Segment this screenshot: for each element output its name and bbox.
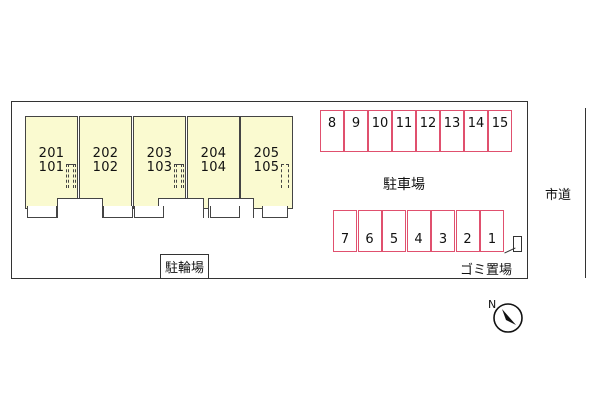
unit-number-lower: 102	[92, 160, 119, 175]
parking-space-4: 4	[406, 210, 431, 252]
stair-outline	[68, 164, 76, 188]
parking-space-10: 10	[368, 110, 392, 152]
entrance-porch	[158, 198, 204, 218]
compass-north-label: N	[488, 298, 496, 311]
entrance-step	[134, 206, 164, 218]
entrance-step	[262, 206, 288, 218]
parking-space-2: 2	[455, 210, 480, 252]
unit-number-lower: 101	[38, 160, 65, 175]
unit-number-upper: 202	[92, 146, 119, 161]
parking-space-1: 1	[480, 210, 504, 252]
parking-lot-label: 駐車場	[383, 177, 425, 193]
unit-number-lower: 103	[146, 160, 173, 175]
bike-parking-label: 駐輪場	[160, 254, 210, 279]
entrance-step	[27, 206, 57, 218]
unit-number-upper: 201	[38, 146, 65, 161]
unit-number-upper: 203	[146, 146, 173, 161]
parking-space-13: 13	[440, 110, 464, 152]
parking-space-9: 9	[344, 110, 368, 152]
unit-number-lower: 105	[253, 160, 280, 175]
unit-number-upper: 204	[200, 146, 227, 161]
parking-space-11: 11	[392, 110, 416, 152]
parking-space-8: 8	[320, 110, 344, 152]
parking-space-5: 5	[382, 210, 406, 252]
parking-space-6: 6	[357, 210, 382, 252]
road-label: 市道	[545, 188, 572, 203]
garbage-bin-icon	[513, 236, 522, 252]
compass-icon: N	[488, 298, 523, 333]
parking-space-12: 12	[416, 110, 440, 152]
parking-space-3: 3	[431, 210, 455, 252]
unit-number-upper: 205	[253, 146, 280, 161]
entrance-step	[103, 206, 133, 218]
parking-space-15: 15	[488, 110, 512, 152]
road-edge-line	[585, 108, 587, 278]
garbage-area-label: ゴミ置場	[460, 263, 513, 278]
stair-outline	[281, 164, 289, 188]
entrance-step	[210, 206, 240, 218]
parking-space-7: 7	[333, 210, 357, 252]
parking-space-14: 14	[464, 110, 488, 152]
entrance-porch	[57, 198, 103, 218]
stair-outline	[176, 164, 184, 188]
unit-number-lower: 104	[200, 160, 227, 175]
